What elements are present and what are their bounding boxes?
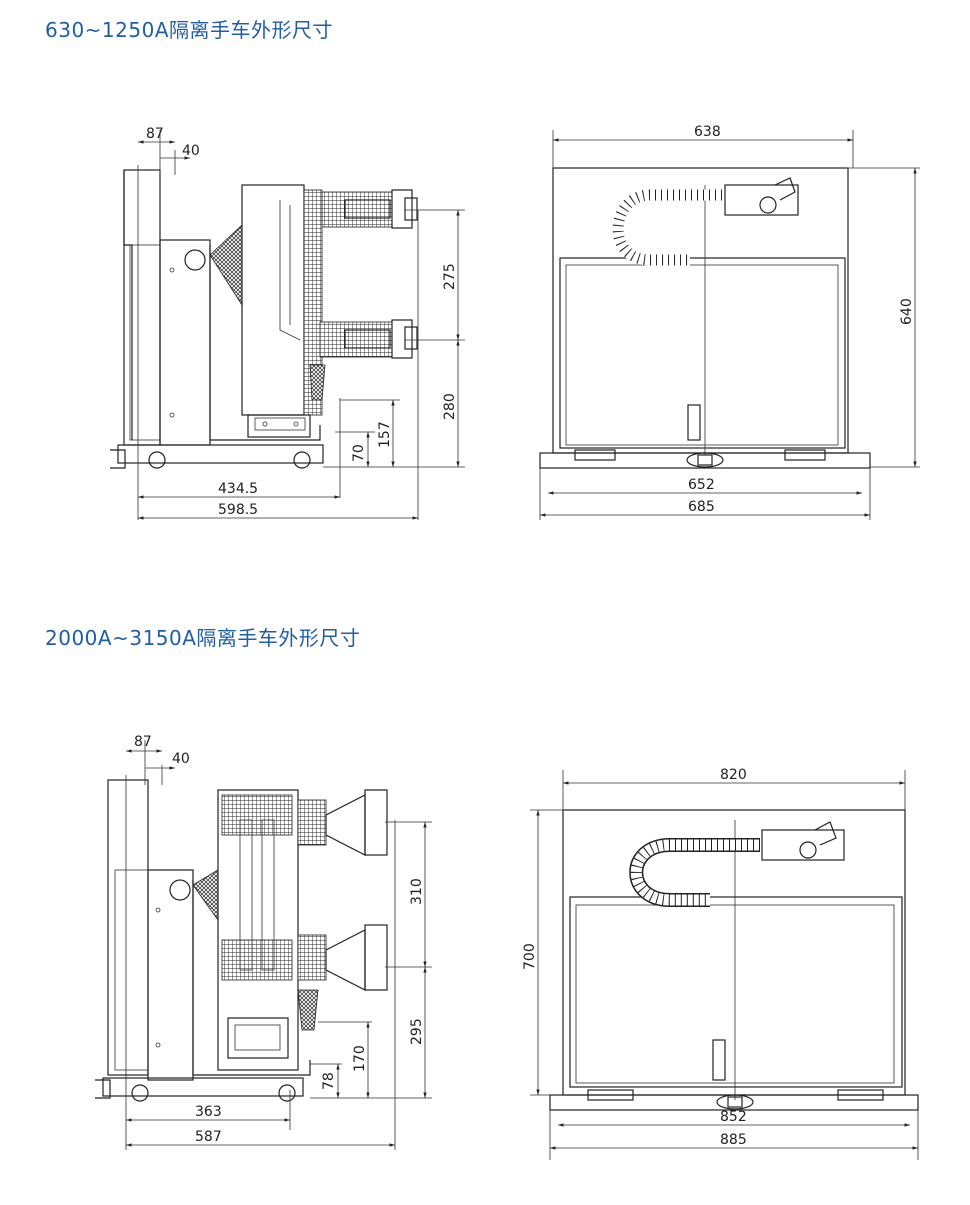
- dim-40: 40: [182, 143, 200, 159]
- section1-title: 630~1250A隔离手车外形尺寸: [45, 18, 334, 42]
- side-view-1: 87 40 275 280 157 70 434.5 598.5: [110, 126, 465, 520]
- dim-87: 87: [134, 734, 152, 750]
- dim-638: 638: [694, 124, 721, 140]
- dim-820: 820: [720, 767, 747, 783]
- front-view-2: 820 700 852 885: [522, 767, 919, 1160]
- dim-587: 587: [195, 1129, 222, 1145]
- dim-652: 652: [688, 477, 715, 493]
- dim-78: 78: [321, 1072, 337, 1090]
- dim-40: 40: [172, 751, 190, 767]
- dim-685: 685: [688, 499, 715, 515]
- dim-434-5: 434.5: [218, 481, 258, 497]
- dim-598-5: 598.5: [218, 502, 258, 518]
- dim-70: 70: [351, 444, 367, 462]
- dim-170: 170: [352, 1045, 368, 1072]
- dim-700: 700: [522, 943, 538, 970]
- dim-310: 310: [409, 878, 425, 905]
- dim-275: 275: [442, 263, 458, 290]
- side-view-2: 87 40 310 295 170 78 363 587: [95, 734, 432, 1150]
- section2-title: 2000A~3150A隔离手车外形尺寸: [45, 626, 361, 650]
- dim-280: 280: [442, 393, 458, 420]
- front-view-1: 638 640 652 685: [539, 124, 920, 520]
- dim-295: 295: [409, 1018, 425, 1045]
- dim-640: 640: [899, 298, 915, 325]
- dim-87: 87: [146, 126, 164, 142]
- dim-852: 852: [720, 1109, 747, 1125]
- dim-157: 157: [377, 421, 393, 448]
- dim-363: 363: [195, 1104, 222, 1120]
- dim-885: 885: [720, 1132, 747, 1148]
